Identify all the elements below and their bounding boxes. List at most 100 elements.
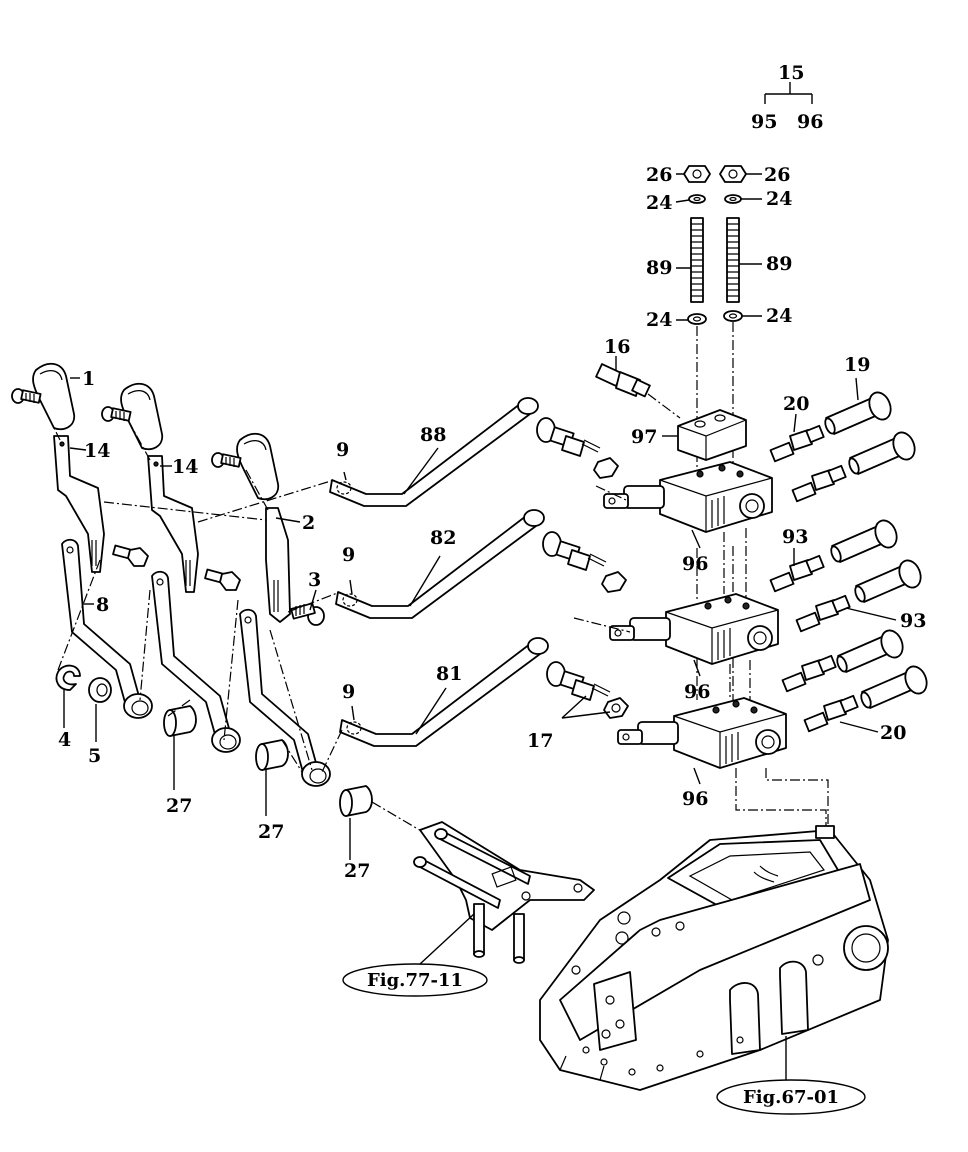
callout-81: 81	[436, 663, 462, 685]
callout-82: 82	[430, 527, 456, 549]
valve-section-96-top	[603, 461, 773, 533]
bolt-3	[290, 602, 325, 626]
bushing-27-b	[255, 739, 289, 771]
bolt-knob-1	[11, 388, 42, 404]
knob-left-2	[120, 382, 164, 451]
clevis-pin-middle	[542, 531, 627, 593]
lever-plate-14-right	[147, 455, 199, 593]
fitting-93-lower	[795, 594, 851, 633]
callout-8: 8	[96, 594, 109, 616]
coupler-mid-2	[854, 559, 922, 603]
fitting-lower-1	[781, 654, 837, 693]
knob-left-3	[236, 432, 280, 501]
coupler-mid-1	[830, 519, 898, 563]
stud-89-right	[726, 217, 740, 303]
rod-81	[339, 637, 549, 747]
rod-88	[329, 397, 539, 507]
callout-14-right: 14	[172, 456, 198, 478]
callout-9-a: 9	[336, 439, 349, 461]
callout-9-c: 9	[342, 681, 355, 703]
callout-96-b: 96	[684, 681, 710, 703]
link-8-left	[61, 538, 141, 707]
figure-reference-77-11[interactable]: Fig.77-11	[342, 963, 488, 997]
leader-lines	[63, 173, 897, 1080]
nut-26-left	[683, 165, 711, 183]
callout-27-a: 27	[166, 795, 192, 817]
callout-20-top: 20	[783, 393, 809, 415]
nut-26-right	[719, 165, 747, 183]
housing	[539, 825, 889, 1091]
coupler-19	[824, 391, 892, 435]
fitting-20-upper	[769, 424, 825, 463]
bolt-knob-2	[101, 406, 132, 422]
callout-89-left: 89	[646, 257, 672, 279]
callout-93-b: 93	[900, 610, 926, 632]
callout-93-a: 93	[782, 526, 808, 548]
callout-96-top: 96	[797, 111, 823, 133]
callout-2: 2	[302, 512, 315, 534]
callout-19: 19	[844, 354, 870, 376]
lever-plate-14-left	[53, 435, 105, 573]
callout-27-b: 27	[258, 821, 284, 843]
assembly-lines	[39, 399, 441, 843]
callout-88: 88	[420, 424, 446, 446]
callout-17: 17	[527, 730, 553, 752]
figure-reference-67-01-label: Fig.67-01	[743, 1087, 839, 1108]
washer-24-lower-right	[723, 310, 743, 322]
clevis-pin-upper	[536, 417, 619, 479]
callout-26-left: 26	[646, 164, 672, 186]
fitting-16	[595, 363, 651, 398]
coupler-low-1	[836, 629, 904, 673]
bolt-knob-3	[211, 452, 242, 468]
link-roller-left	[123, 693, 153, 719]
figure-reference-77-11-label: Fig.77-11	[367, 970, 463, 991]
washer-24-top-left	[688, 194, 706, 204]
bolt-plate-right	[204, 568, 241, 591]
figure-reference-67-01[interactable]: Fig.67-01	[716, 1079, 866, 1115]
callout-14-left: 14	[84, 440, 110, 462]
callout-24-d: 24	[766, 305, 792, 327]
bushing-27-a	[163, 705, 197, 737]
fitting-upper-2	[791, 464, 847, 503]
valve-section-96-middle	[609, 593, 779, 665]
callout-26-right: 26	[764, 164, 790, 186]
cover-block-97	[677, 409, 747, 461]
clevis-pin-17	[546, 661, 611, 701]
bolt-plate-left	[112, 544, 149, 567]
callout-97: 97	[631, 426, 657, 448]
link-roller-right	[301, 761, 331, 787]
washer-24-lower-left	[687, 313, 707, 325]
fitting-20-lower	[803, 694, 859, 733]
bushing-27-c	[339, 785, 373, 817]
callout-16: 16	[604, 336, 630, 358]
washer-5	[88, 677, 112, 703]
callout-24-c: 24	[646, 309, 672, 331]
nut-17	[603, 697, 629, 719]
link-roller-middle	[211, 727, 241, 753]
callout-5: 5	[88, 745, 101, 767]
callout-labels: 15 95 96 26 26 24 24 89 89 24 24 16 19 2…	[58, 62, 926, 882]
lever-plate-2	[265, 507, 291, 623]
coupler-low-2	[860, 665, 928, 709]
callout-15: 15	[778, 62, 804, 84]
callout-96-c: 96	[682, 788, 708, 810]
bracket-assembly	[413, 821, 595, 964]
fitting-93-upper	[769, 554, 825, 593]
callout-3: 3	[308, 569, 321, 591]
stud-89-left	[690, 217, 704, 303]
callout-20-bottom: 20	[880, 722, 906, 744]
callout-27-c: 27	[344, 860, 370, 882]
coupler-upper-2	[848, 431, 916, 475]
callout-9-b: 9	[342, 544, 355, 566]
rod-82	[335, 509, 545, 619]
callout-1: 1	[82, 368, 95, 390]
circlip-4	[55, 664, 81, 691]
callout-96-a: 96	[682, 553, 708, 575]
callout-95: 95	[751, 111, 777, 133]
group-bracket-15	[764, 82, 813, 104]
callout-4: 4	[58, 729, 71, 751]
callout-89-right: 89	[766, 253, 792, 275]
washer-24-top-right	[724, 194, 742, 204]
callout-24-b: 24	[766, 188, 792, 210]
